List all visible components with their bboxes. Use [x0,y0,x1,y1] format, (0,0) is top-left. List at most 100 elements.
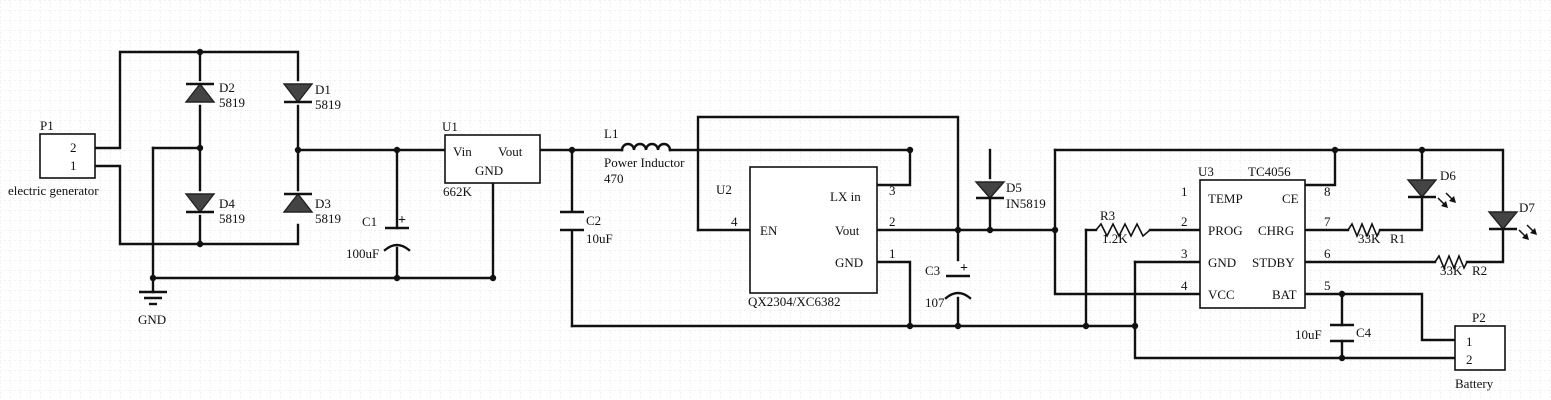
charger-ic-u3[interactable]: U3 TC4056 TEMP PROG GND VCC CE CHRG STDB… [1181,164,1331,309]
junction-dot [986,226,994,234]
junction-dot [196,240,204,248]
diode-d4[interactable]: D4 5819 [184,193,245,226]
ic-pin-name: VCC [1208,287,1235,302]
ic-pin-name: BAT [1272,287,1297,302]
regulator-u1[interactable]: U1 Vin Vout GND 662K [442,119,541,199]
diode-value: 5819 [315,97,341,112]
diode-d2[interactable]: D2 5819 [184,80,245,110]
capacitor-plate-curved [944,291,972,300]
ic-pin-name: STDBY [1252,255,1295,270]
led-triangle [1406,179,1438,199]
resistor-zigzag [1095,222,1151,238]
connector-p2[interactable]: P2 1 2 Battery [1454,310,1506,391]
inductor-value: 470 [604,171,624,186]
regulator-vout-label: Vout [498,144,523,159]
junction-dot [1331,146,1339,154]
ic-pin-number: 3 [1181,246,1188,261]
capacitor-plate-curved [383,243,411,252]
led-triangle [1487,211,1519,231]
inductor-l1[interactable]: L1 Power Inductor 470 [604,126,685,186]
diode-value: 5819 [219,95,245,110]
capacitor-c1[interactable]: + C1 100uF [346,213,411,261]
diode-ref: D5 [1006,180,1022,195]
ic-pin-number: 6 [1324,246,1331,261]
boost-converter-u2[interactable]: U2 EN LX in Vout GND 4 3 2 1 QX2304/XC63… [716,166,896,309]
ic-pin-name: TEMP [1208,191,1243,206]
capacitor-ref: C4 [1356,325,1372,340]
diode-value: 5819 [315,211,341,226]
connector-pin-label: 2 [70,140,77,155]
ic-pin-name: CE [1282,191,1299,206]
diode-value: IN5819 [1006,196,1046,211]
wires [93,50,1505,360]
junction-dot [1338,290,1346,298]
ic-pin-number: 2 [1181,214,1188,229]
diode-triangle [184,193,216,214]
polarity-plus: + [960,261,968,276]
resistor-ref: R3 [1100,208,1115,223]
capacitor-c2[interactable]: C2 10uF [560,210,613,246]
junction-dot [1082,322,1090,330]
ic-pin-number: 4 [731,214,738,229]
resistor-value: 33K [1440,263,1463,278]
led-d6[interactable]: D6 [1406,168,1456,208]
junction-dot [1051,226,1059,234]
ic-pin-name: Vout [835,223,860,238]
resistor-r3[interactable]: R3 1.2K [1095,208,1151,246]
light-arrow-icon [1441,201,1448,208]
junction-dot [1131,322,1139,330]
connector-pin-label: 2 [1466,352,1473,367]
inductor-label: Power Inductor [604,155,685,170]
capacitor-c3[interactable]: + C3 107 [925,261,972,310]
junction-dot [196,48,204,56]
ic-ref: U2 [716,182,732,197]
diode-ref: D3 [315,196,331,211]
ic-pin-name: CHRG [1258,223,1294,238]
led-d7[interactable]: D7 [1487,200,1537,240]
ic-pin-name: GND [1208,255,1236,270]
junction-dot [393,146,401,154]
diode-value: 5819 [219,211,245,226]
connector-body [1454,325,1506,371]
diode-ref: D4 [219,196,235,211]
ic-pin-number: 1 [1181,184,1188,199]
ic-pin-number: 2 [889,214,896,229]
connector-caption: Battery [1455,376,1494,391]
diode-d3[interactable]: D3 5819 [282,192,341,226]
capacitor-c4[interactable]: 10uF C4 [1295,323,1372,343]
connector-p1[interactable]: P1 2 1 electric generator [8,118,99,198]
regulator-gnd-label: GND [475,163,503,178]
junction-dot [196,144,204,152]
regulator-body [444,134,541,184]
connector-pin-label: 1 [1466,334,1473,349]
capacitor-ref: C3 [925,263,940,278]
diode-d1[interactable]: D1 5819 [282,82,341,112]
ic-body [749,166,878,294]
diode-triangle [974,181,1006,200]
ic-pin-name: PROG [1208,223,1243,238]
diode-triangle [184,82,216,103]
capacitor-value: 10uF [586,231,613,246]
resistor-r2[interactable]: 33K R2 [1434,253,1487,278]
regulator-ref: U1 [442,119,458,134]
ic-pin-number: 5 [1324,278,1331,293]
ic-pin-number: 1 [889,246,896,261]
junction-dot [906,146,914,154]
polarity-plus: + [398,213,406,228]
resistor-zigzag [1434,253,1468,271]
junction-dot [489,274,497,282]
ic-pin-name: EN [760,223,778,238]
ic-body [1199,179,1306,309]
capacitor-value: 10uF [1295,327,1322,342]
resistor-ref: R1 [1390,231,1405,246]
resistor-r1[interactable]: 33K R1 [1347,221,1405,246]
inductor-ref: L1 [604,126,618,141]
diode-triangle [282,83,314,104]
diode-d5[interactable]: D5 IN5819 [974,180,1046,211]
junctions [149,48,1426,362]
junction-dot [149,274,157,282]
diode-ref: D1 [315,82,331,97]
connector-ref: P1 [40,118,54,133]
inductor-coil [620,142,672,152]
